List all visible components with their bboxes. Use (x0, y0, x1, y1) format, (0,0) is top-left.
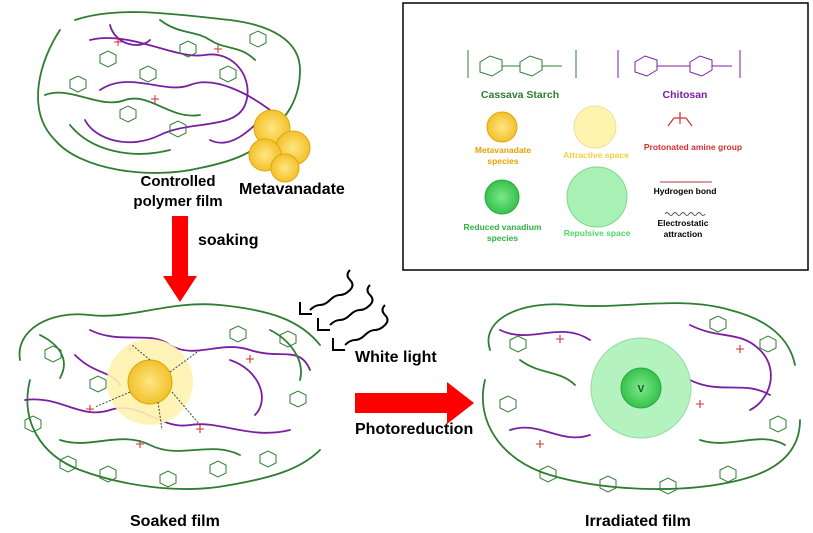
white-light-waves (299, 269, 389, 351)
metavanadate-label: Metavanadate (239, 181, 345, 198)
metavanadate-species-center (127, 359, 173, 405)
legend-electrostatic-label: Electrostatic attraction (657, 218, 709, 239)
controlled-polymer-film-label: Controlled polymer film (133, 173, 223, 210)
photoreduction-label: Photoreduction (355, 421, 474, 438)
legend-protonated-amine-icon (667, 112, 693, 127)
controlled-polymer-film (37, 11, 301, 174)
white-light-label: White light (355, 349, 437, 366)
top-film-amines (114, 38, 222, 103)
legend-repulsive-space-label: Repulsive space (563, 228, 631, 238)
photoreduction-arrow (355, 382, 474, 424)
irradiated-film (481, 302, 801, 490)
legend-electrostatic-icon (664, 212, 706, 216)
top-film-rings (69, 30, 267, 138)
reduced-vanadium-symbol: V (638, 384, 645, 395)
cassava-starch-structure (467, 50, 577, 78)
soaking-arrow (163, 216, 197, 302)
legend-attractive-space-label: Attractive space (563, 150, 629, 160)
chitosan-structure (617, 50, 741, 78)
soaked-film-label: Soaked film (130, 513, 220, 530)
reduced-vanadium-center (620, 367, 662, 409)
legend-reduced-vanadium-icon (484, 179, 520, 215)
legend-reduced-vanadium-label: Reduced vanadium species (463, 222, 542, 243)
metavanadate-cluster (248, 109, 311, 183)
legend-repulsive-space-icon (566, 166, 628, 228)
soaked-film-rings (24, 325, 307, 488)
electrostatic-attraction-lines (94, 344, 201, 431)
irradiated-film-rings (499, 315, 787, 495)
legend-metavanadate-species-label: Metavanadate species (474, 145, 532, 166)
legend-chitosan-label: Chitosan (662, 89, 708, 101)
soaking-label: soaking (198, 232, 259, 249)
legend-cassava-starch-label: Cassava Starch (480, 89, 560, 101)
irradiated-film-label: Irradiated film (585, 513, 691, 530)
legend-hydrogen-bond-label: Hydrogen bond (653, 186, 717, 196)
irradiated-film-amines (536, 335, 744, 448)
legend-protonated-amine-label: Protonated amine group (643, 142, 743, 152)
legend-attractive-space-icon (573, 105, 617, 149)
legend-metavanadate-icon (486, 111, 518, 143)
